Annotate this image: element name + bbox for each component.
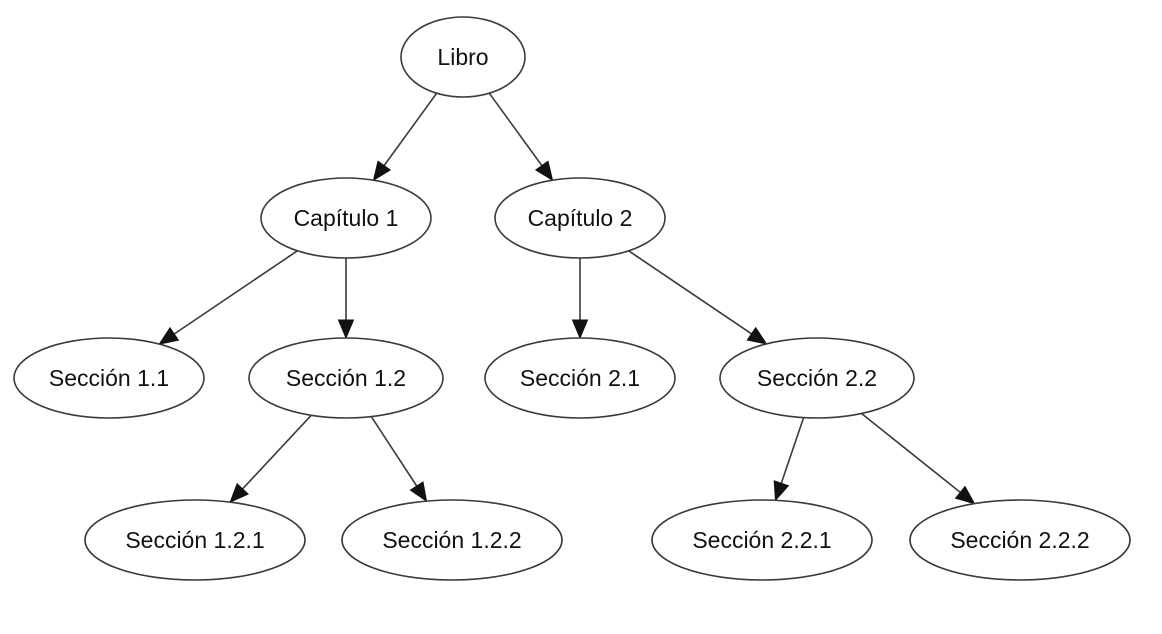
node-seccion-2-2-1: Sección 2.2.1 (651, 499, 873, 581)
node-label: Sección 2.2 (757, 365, 877, 391)
edge-line (242, 414, 312, 490)
node-seccion-2-2-2: Sección 2.2.2 (909, 499, 1131, 581)
arrowhead-icon (409, 481, 428, 503)
edge-cap2-to-sec21 (571, 258, 589, 340)
node-ellipse (341, 499, 563, 581)
node-ellipse (400, 16, 526, 98)
edges-layer (158, 92, 976, 505)
node-label: Capítulo 2 (528, 205, 633, 231)
edge-libro-to-cap2 (488, 92, 554, 182)
arrowhead-icon (534, 160, 554, 182)
node-seccion-2-1: Sección 2.1 (484, 337, 676, 419)
edge-line (173, 250, 298, 335)
node-capitulo-2: Capítulo 2 (494, 177, 666, 259)
edge-line (488, 92, 543, 167)
node-libro: Libro (400, 16, 526, 98)
node-label: Sección 1.1 (49, 365, 169, 391)
node-capitulo-1: Capítulo 1 (260, 177, 432, 259)
edge-cap2-to-sec22 (628, 250, 768, 345)
node-label: Sección 1.2 (286, 365, 406, 391)
arrowhead-icon (954, 485, 976, 505)
node-label: Sección 2.1 (520, 365, 640, 391)
node-ellipse (13, 337, 205, 419)
node-label: Sección 1.2.2 (382, 527, 521, 553)
edge-sec12-to-sec121 (229, 414, 312, 504)
edge-line (383, 92, 438, 167)
arrowhead-icon (337, 319, 355, 340)
edge-line (861, 412, 961, 494)
arrowhead-icon (229, 482, 249, 504)
node-seccion-1-1: Sección 1.1 (13, 337, 205, 419)
edge-cap1-to-sec11 (158, 250, 298, 345)
edge-line (780, 417, 805, 484)
node-seccion-2-2: Sección 2.2 (719, 337, 915, 419)
node-ellipse (484, 337, 676, 419)
node-label: Libro (437, 44, 488, 70)
arrowhead-icon (773, 480, 790, 502)
node-seccion-1-2-2: Sección 1.2.2 (341, 499, 563, 581)
node-label: Sección 1.2.1 (125, 527, 264, 553)
node-ellipse (651, 499, 873, 581)
arrowhead-icon (372, 160, 392, 182)
node-seccion-1-2: Sección 1.2 (248, 337, 444, 419)
node-ellipse (494, 177, 666, 259)
edge-line (370, 416, 418, 487)
node-ellipse (84, 499, 306, 581)
node-ellipse (248, 337, 444, 419)
edge-libro-to-cap1 (372, 92, 438, 182)
edge-line (628, 250, 752, 335)
edge-cap1-to-sec12 (337, 258, 355, 340)
node-seccion-1-2-1: Sección 1.2.1 (84, 499, 306, 581)
node-label: Sección 2.2.1 (692, 527, 831, 553)
node-ellipse (909, 499, 1131, 581)
edge-sec22-to-sec222 (861, 412, 976, 505)
node-ellipse (719, 337, 915, 419)
edge-sec22-to-sec221 (773, 417, 805, 502)
arrowhead-icon (571, 319, 589, 340)
node-ellipse (260, 177, 432, 259)
node-label: Sección 2.2.2 (950, 527, 1089, 553)
edge-sec12-to-sec122 (370, 416, 428, 503)
arrowhead-icon (746, 326, 768, 345)
arrowhead-icon (158, 326, 180, 345)
node-label: Capítulo 1 (294, 205, 399, 231)
